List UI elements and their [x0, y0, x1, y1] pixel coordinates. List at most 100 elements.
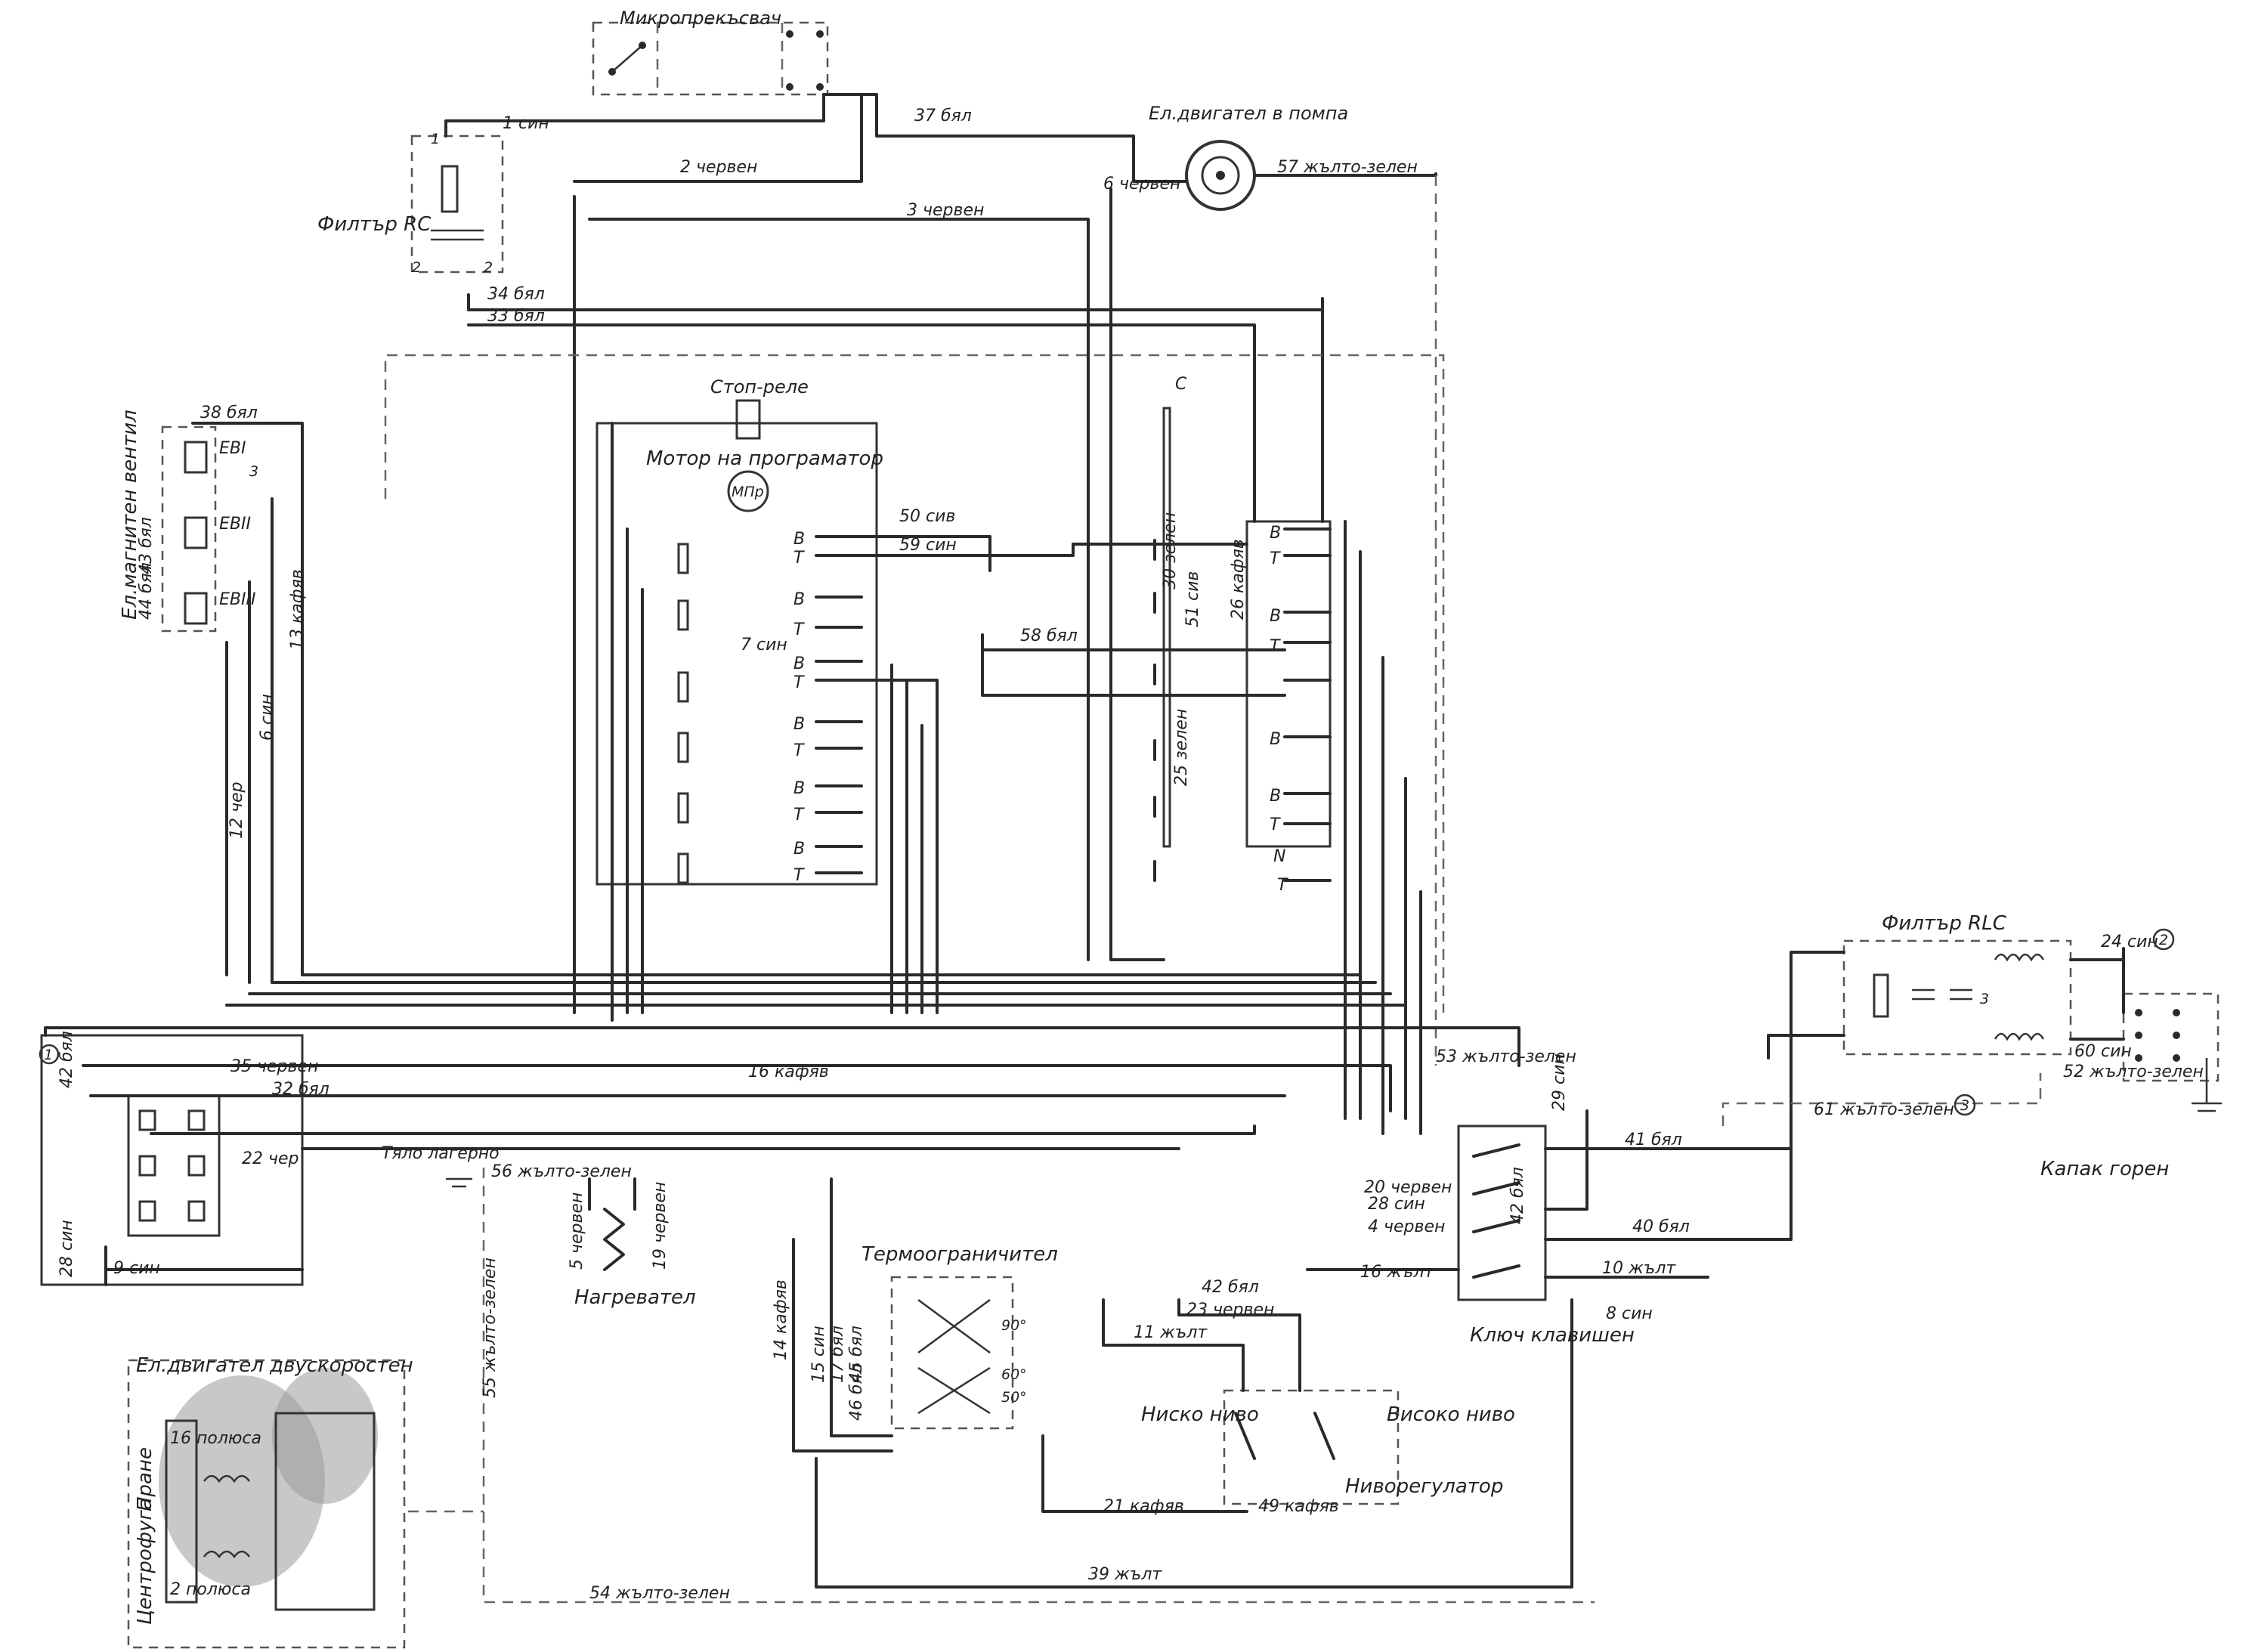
stop-relay-label: Стоп-реле — [710, 376, 809, 398]
wire-label: 7 син — [741, 636, 787, 654]
wire-label: 52 жълто-зелен — [2063, 1063, 2204, 1081]
wire-label: 17 бял — [828, 1326, 847, 1383]
level-regulator: Ниско ниво Високо ниво Нивoрегулатор — [1141, 1389, 1515, 1505]
filter-rc: Филтър RC 1 2 2 — [317, 131, 504, 276]
wire-label: 29 син — [1550, 1053, 1569, 1111]
contact-label: В — [1270, 787, 1281, 806]
thermo-limiter: Термоограничител 90° 60° 50° — [862, 1243, 1058, 1430]
wire-label: 16 жълт — [1360, 1263, 1434, 1282]
pin-label: 2 — [484, 259, 493, 276]
contact-label: С — [1175, 375, 1187, 394]
wire-label: 55 жълто-зелен — [481, 1258, 500, 1398]
wire-label: 38 бял — [200, 404, 258, 422]
wire-label: 37 бял — [914, 107, 972, 125]
contact-label: Т — [1270, 549, 1281, 568]
key-switch: Ключ клавишен — [1457, 1125, 1635, 1347]
wire-label: 9 син — [113, 1259, 160, 1278]
wire-label: 32 бял — [272, 1080, 329, 1099]
contact-label: В — [793, 840, 805, 858]
contact-label: В — [1270, 524, 1281, 543]
wire-label: 34 бял — [487, 285, 545, 304]
wire-label: 23 червен — [1186, 1301, 1274, 1319]
wire-label: 25 зелен — [1172, 709, 1191, 786]
wires — [44, 93, 2125, 1604]
wire-label: 39 жълт — [1088, 1565, 1162, 1584]
marker-label: 3 — [1960, 1097, 1969, 1114]
contact-label: В — [793, 530, 805, 549]
filter-rlc-label: Филтър RLC — [1882, 912, 2007, 935]
wire-label: 33 бял — [487, 307, 545, 326]
marker-label: 1 — [44, 1047, 53, 1063]
two-speed-motor-label: Ел.двигател двускоростен — [136, 1354, 413, 1377]
poles-16-label: 16 полюса — [170, 1429, 261, 1448]
wire-label: 41 бял — [1625, 1131, 1682, 1149]
degree-label: 90° — [1001, 1317, 1027, 1334]
wire-label: 10 жълт — [1602, 1259, 1676, 1278]
wire-label: 13 кафяв — [288, 569, 307, 650]
wire-label: 19 червен — [651, 1182, 670, 1270]
wire-label: 16 кафяв — [748, 1063, 829, 1081]
contact-label: Т — [1270, 815, 1281, 834]
wire-label: 51 сив — [1183, 571, 1202, 627]
contact-label: Т — [793, 866, 805, 885]
wire-label: 1 син — [503, 114, 549, 133]
wire-label: 21 кафяв — [1103, 1497, 1184, 1516]
degree-label: 60° — [1001, 1366, 1027, 1383]
ev1-label: ЕВI — [219, 439, 246, 458]
wire-label: 54 жълто-зелен — [589, 1584, 730, 1603]
marker-label: 2 — [2159, 932, 2168, 948]
wire-label: 15 син — [809, 1326, 828, 1383]
wire-label: 61 жълто-зелен — [1814, 1100, 1954, 1119]
solenoid-valve-label: Ел.магнитен вентил — [119, 410, 141, 620]
right-contact-block: С В Т В Т В В Т N Т — [1162, 375, 1332, 895]
wire-label: 42 бял — [1202, 1278, 1259, 1297]
contact-label: Т — [793, 806, 805, 824]
wire-label: 28 син — [57, 1220, 76, 1277]
contact-label: Т — [1270, 637, 1281, 656]
wire-label: 60 син — [2074, 1042, 2132, 1061]
contact-label: Т — [793, 741, 805, 760]
contact-label: В — [793, 779, 805, 798]
wire-label: 28 син — [1368, 1195, 1425, 1214]
wire-label: 24 син — [2101, 933, 2158, 951]
contact-label: В — [1270, 730, 1281, 749]
wire-label: 20 червен — [1364, 1178, 1452, 1197]
wire-label: 4 червен — [1368, 1217, 1445, 1236]
poles-2-label: 2 полюса — [170, 1580, 251, 1599]
wire-label: 3 — [249, 463, 258, 480]
wire-label: 56 жълто-зелен — [491, 1162, 632, 1181]
two-speed-motor: Ел.двигател двускоростен 16 полюса 2 пол… — [127, 1354, 413, 1649]
wire-label: 43 бял — [137, 517, 156, 574]
level-regulator-label: Нивoрегулатор — [1345, 1475, 1503, 1498]
thermo-limiter-label: Термоограничител — [862, 1243, 1058, 1266]
wire-label: 30 зелен — [1161, 512, 1180, 589]
programmer-motor-label: Мотор на програматор — [646, 447, 883, 470]
wire-label: 58 бял — [1020, 626, 1078, 645]
wire-label: 40 бял — [1632, 1217, 1690, 1236]
wire-label: 3 червен — [907, 201, 984, 220]
programmer-motor-symbol: МПр — [732, 484, 764, 500]
pin-label: 1 — [431, 131, 440, 147]
microswitch: Микропрекъсвач — [592, 8, 829, 96]
heater-label: Нагревател — [574, 1286, 696, 1309]
degree-label: 50° — [1001, 1389, 1027, 1406]
wire-label: 26 кафяв — [1229, 539, 1248, 620]
spin-label: Центрофуга — [134, 1498, 156, 1625]
pin-label: 3 — [1980, 991, 1989, 1007]
wire-label: 6 червен — [1103, 175, 1180, 193]
contact-label: Т — [1277, 876, 1288, 895]
wire-label: 2 червен — [680, 158, 757, 177]
filter-rc-label: Филтър RC — [317, 213, 432, 236]
wire-label: 22 чер — [242, 1149, 299, 1168]
cover-label: Капак горен — [2040, 1158, 2169, 1180]
wire-label: 11 жълт — [1134, 1323, 1208, 1342]
wire-labels: 1 син 2 червен 3 червен 37 бял 6 червен … — [57, 107, 2204, 1603]
wire-label: 50 сив — [899, 507, 955, 526]
low-level-label: Ниско ниво — [1141, 1403, 1259, 1426]
contact-label: В — [793, 590, 805, 609]
wire-label: 35 червен — [230, 1057, 318, 1076]
wire-label: 49 кафяв — [1258, 1497, 1339, 1516]
contact-label: В — [793, 715, 805, 734]
wire-label: 8 син — [1606, 1304, 1653, 1323]
